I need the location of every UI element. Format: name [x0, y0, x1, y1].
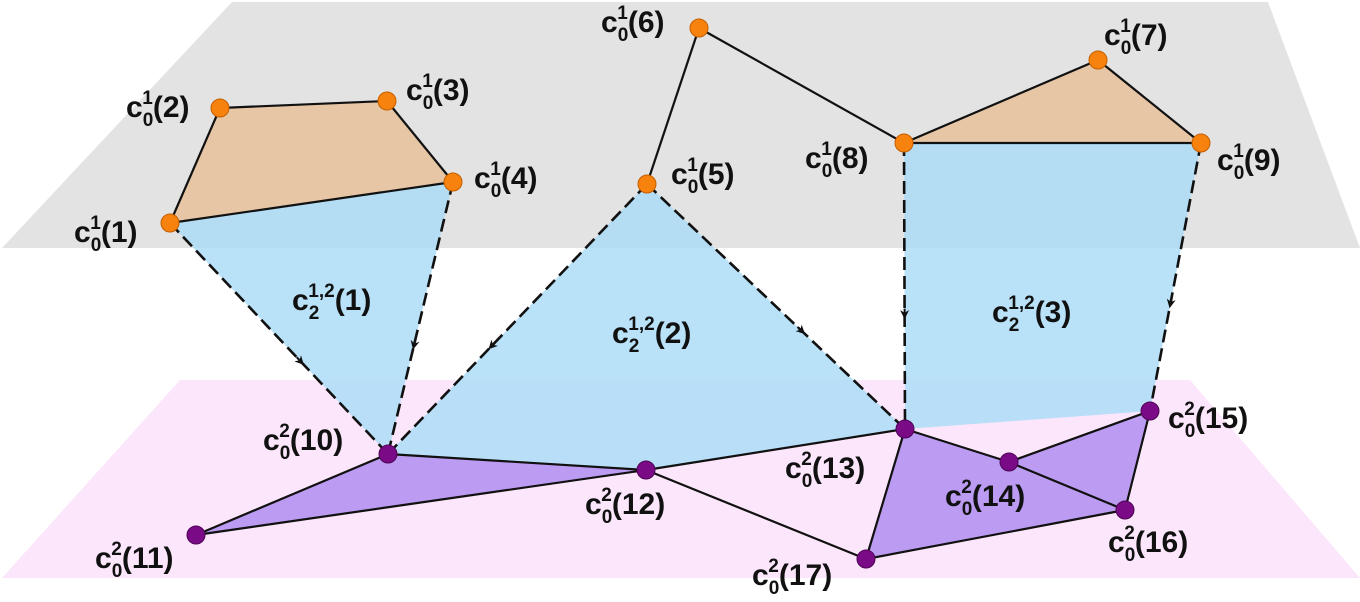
node-label-4: c01(4)	[474, 159, 538, 202]
face-upper-1-2-3-4	[170, 101, 453, 223]
cross-edge-5-10	[387, 183, 648, 455]
node-label-9: c01(9)	[1217, 141, 1281, 184]
node-2	[210, 98, 230, 118]
lower-edge-14-16	[1008, 460, 1126, 512]
cross-edge-4-10	[386, 181, 455, 455]
node-label-10: c02(10)	[263, 421, 343, 464]
node-16	[1115, 500, 1135, 520]
cross-edge-8-13	[902, 142, 907, 430]
face-lower-14-15-16	[1009, 411, 1150, 510]
cross-edge-5-13	[646, 183, 906, 430]
cell-label-3: c21,2(3)	[992, 293, 1071, 336]
node-label-11: c02(11)	[95, 539, 174, 582]
node-label-1: c01(1)	[74, 213, 138, 256]
node-label-16: c02(16)	[1108, 523, 1188, 566]
cell-label-1: c21,2(1)	[292, 281, 371, 324]
node-13	[895, 419, 915, 439]
face-upper-8-7-9	[904, 60, 1201, 143]
upper-edge-7-9	[1097, 59, 1202, 144]
lower-edge-16-17	[865, 508, 1126, 561]
cross-edge-9-15	[1148, 142, 1203, 412]
node-1	[160, 213, 180, 233]
node-4	[443, 172, 463, 192]
upper-edge-2-3	[219, 99, 388, 110]
node-label-14: c02(14)	[945, 477, 1025, 520]
edges-layer	[168, 27, 1203, 561]
node-label-13: c02(13)	[785, 449, 865, 492]
lower-edge-11-12	[195, 468, 647, 537]
face-lower-10-11-12	[196, 454, 646, 535]
upper-edge-1-4	[169, 180, 454, 225]
lower-edge-15-16	[1123, 410, 1152, 511]
cross-edge-arrow-9-15	[1166, 297, 1176, 309]
face-lower-13-14-16-17	[866, 429, 1125, 559]
node-12	[636, 460, 656, 480]
node-label-7: c01(7)	[1104, 16, 1168, 59]
node-9	[1191, 133, 1211, 153]
upper-edge-5-6	[645, 27, 701, 185]
node-label-17: c02(17)	[752, 556, 832, 599]
node-7	[1088, 50, 1108, 70]
node-10	[378, 444, 398, 464]
upper-edge-6-8	[698, 27, 905, 144]
node-14	[999, 452, 1019, 472]
cross-edge-arrow-5-13	[795, 324, 806, 335]
node-3	[377, 91, 397, 111]
node-label-15: c02(15)	[1168, 399, 1248, 442]
lower-edge-13-14	[904, 427, 1010, 464]
lower-edge-14-15	[1008, 409, 1151, 464]
node-label-8: c01(8)	[805, 139, 869, 182]
node-11	[186, 525, 206, 545]
faces-layer	[170, 60, 1201, 559]
upper-edge-3-4	[386, 100, 454, 183]
nodes-layer	[160, 18, 1211, 569]
node-6	[689, 18, 709, 38]
cross-edge-arrow-4-10	[410, 339, 420, 350]
upper-edge-1-2	[168, 107, 222, 224]
cell-2-face-2	[388, 184, 905, 470]
node-8	[894, 133, 914, 153]
cell-label-2: c21,2(2)	[612, 314, 691, 357]
lower-edge-12-13	[645, 427, 906, 472]
lower-edge-10-11	[195, 452, 389, 537]
node-5	[637, 174, 657, 194]
lower-edge-12-17	[645, 468, 867, 561]
cell-2-face-3	[904, 143, 1201, 429]
cross-edge-1-10	[169, 222, 389, 455]
node-label-3: c01(3)	[406, 71, 470, 114]
lower-edge-10-12	[387, 452, 647, 472]
node-label-12: c02(12)	[585, 485, 665, 528]
upper-edge-8-7	[903, 58, 1099, 145]
node-label-2: c01(2)	[126, 88, 190, 131]
node-17	[856, 549, 876, 569]
lower-edge-13-17	[864, 428, 907, 560]
cell-2-face-1	[170, 182, 453, 454]
cross-edge-arrow-5-10	[488, 339, 498, 350]
node-label-6: c01(6)	[601, 3, 665, 46]
cross-edge-arrow-1-10	[294, 355, 304, 365]
node-15	[1140, 401, 1160, 421]
node-label-5: c01(5)	[671, 155, 735, 198]
